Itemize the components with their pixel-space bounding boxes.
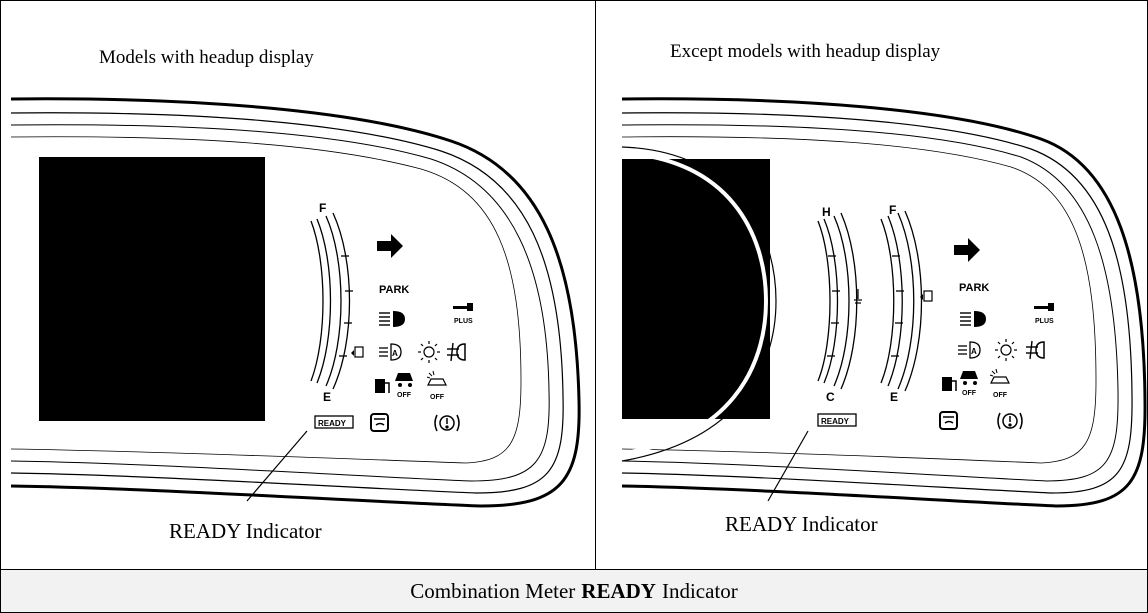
ready-callout-label: READY Indicator [169, 519, 322, 543]
ready-indicator-box [817, 413, 857, 427]
fuel-gauge [880, 210, 923, 392]
turn-signal-arrow-icon [954, 238, 980, 262]
caption-suffix: Indicator [661, 578, 738, 603]
vsc-off-text: OFF [962, 390, 977, 397]
rear-fog-light-icon [447, 342, 466, 362]
park-indicator: PARK [379, 284, 409, 296]
svg-text:A: A [971, 347, 977, 356]
left-panel-title: Models with headup display [99, 47, 314, 68]
callout-leader-line [767, 430, 809, 502]
turn-signal-arrow-icon [377, 234, 403, 258]
ready-indicator-text: READY [318, 419, 347, 428]
fuel-gauge [310, 212, 353, 390]
callout-leader-line [246, 430, 308, 502]
svg-text:A: A [392, 349, 398, 358]
right-panel: Except models with headup display [595, 0, 1148, 570]
right-meter-illustration: Except models with headup display [621, 41, 1147, 536]
tail-light-icon [418, 341, 440, 363]
smart-key-plus-icon: PLUS [453, 303, 473, 325]
headup-display-block [39, 157, 265, 421]
cluster-outline [621, 97, 1147, 508]
vsc-off-icon: OFF [960, 371, 978, 397]
temp-gauge-hot-label: H [822, 205, 831, 219]
speedometer-ring-inner [621, 151, 769, 455]
slip-indicator-icon [370, 413, 389, 432]
plus-indicator-text: PLUS [1035, 318, 1054, 325]
temp-gauge-cold-label: C [826, 390, 835, 404]
fuel-gauge-full-label: F [319, 201, 326, 215]
coolant-temp-icon [854, 289, 862, 304]
tail-light-icon [995, 339, 1017, 361]
left-panel: Models with headup display [0, 0, 596, 570]
vsc-off-icon: OFF [395, 373, 413, 399]
left-meter-illustration: Models with headup display [10, 47, 581, 543]
fuel-pump-icon [942, 377, 957, 391]
right-panel-title: Except models with headup display [670, 41, 941, 62]
temperature-gauge [817, 212, 858, 390]
fuel-pump-small-icon [351, 346, 364, 358]
speedometer-block [622, 159, 770, 419]
fuel-gauge-empty-label: E [323, 390, 331, 404]
pcs-off-text: OFF [430, 394, 445, 401]
pcs-off-icon: OFF [989, 368, 1010, 399]
caption-bold-word: READY [581, 578, 656, 603]
speedometer-ring [621, 146, 777, 462]
slip-indicator-icon [939, 411, 958, 430]
pcs-off-icon: OFF [426, 370, 447, 401]
fuel-gauge-full-label: F [889, 203, 896, 217]
brake-warning-icon [997, 412, 1023, 430]
fuel-pump-icon [375, 379, 390, 393]
rear-fog-light-icon [1026, 340, 1045, 360]
park-indicator: PARK [959, 282, 989, 294]
auto-high-beam-icon: A [958, 341, 981, 359]
ready-indicator-text: READY [821, 417, 850, 426]
figure-caption: Combination Meter READY Indicator [0, 569, 1148, 613]
smart-key-plus-icon: PLUS [1034, 303, 1054, 325]
pcs-off-text: OFF [993, 392, 1008, 399]
brake-warning-icon [434, 414, 460, 432]
vsc-off-text: OFF [397, 392, 412, 399]
ready-callout-label: READY Indicator [725, 512, 878, 536]
caption-prefix: Combination Meter [410, 578, 576, 603]
fuel-gauge-empty-label: E [890, 390, 898, 404]
ready-indicator-box [314, 415, 354, 429]
auto-high-beam-icon: A [379, 343, 402, 361]
high-beam-icon [379, 311, 405, 327]
cluster-outline [10, 97, 581, 508]
fuel-pump-small-icon [920, 290, 933, 302]
plus-indicator-text: PLUS [454, 318, 473, 325]
high-beam-icon [960, 311, 986, 327]
